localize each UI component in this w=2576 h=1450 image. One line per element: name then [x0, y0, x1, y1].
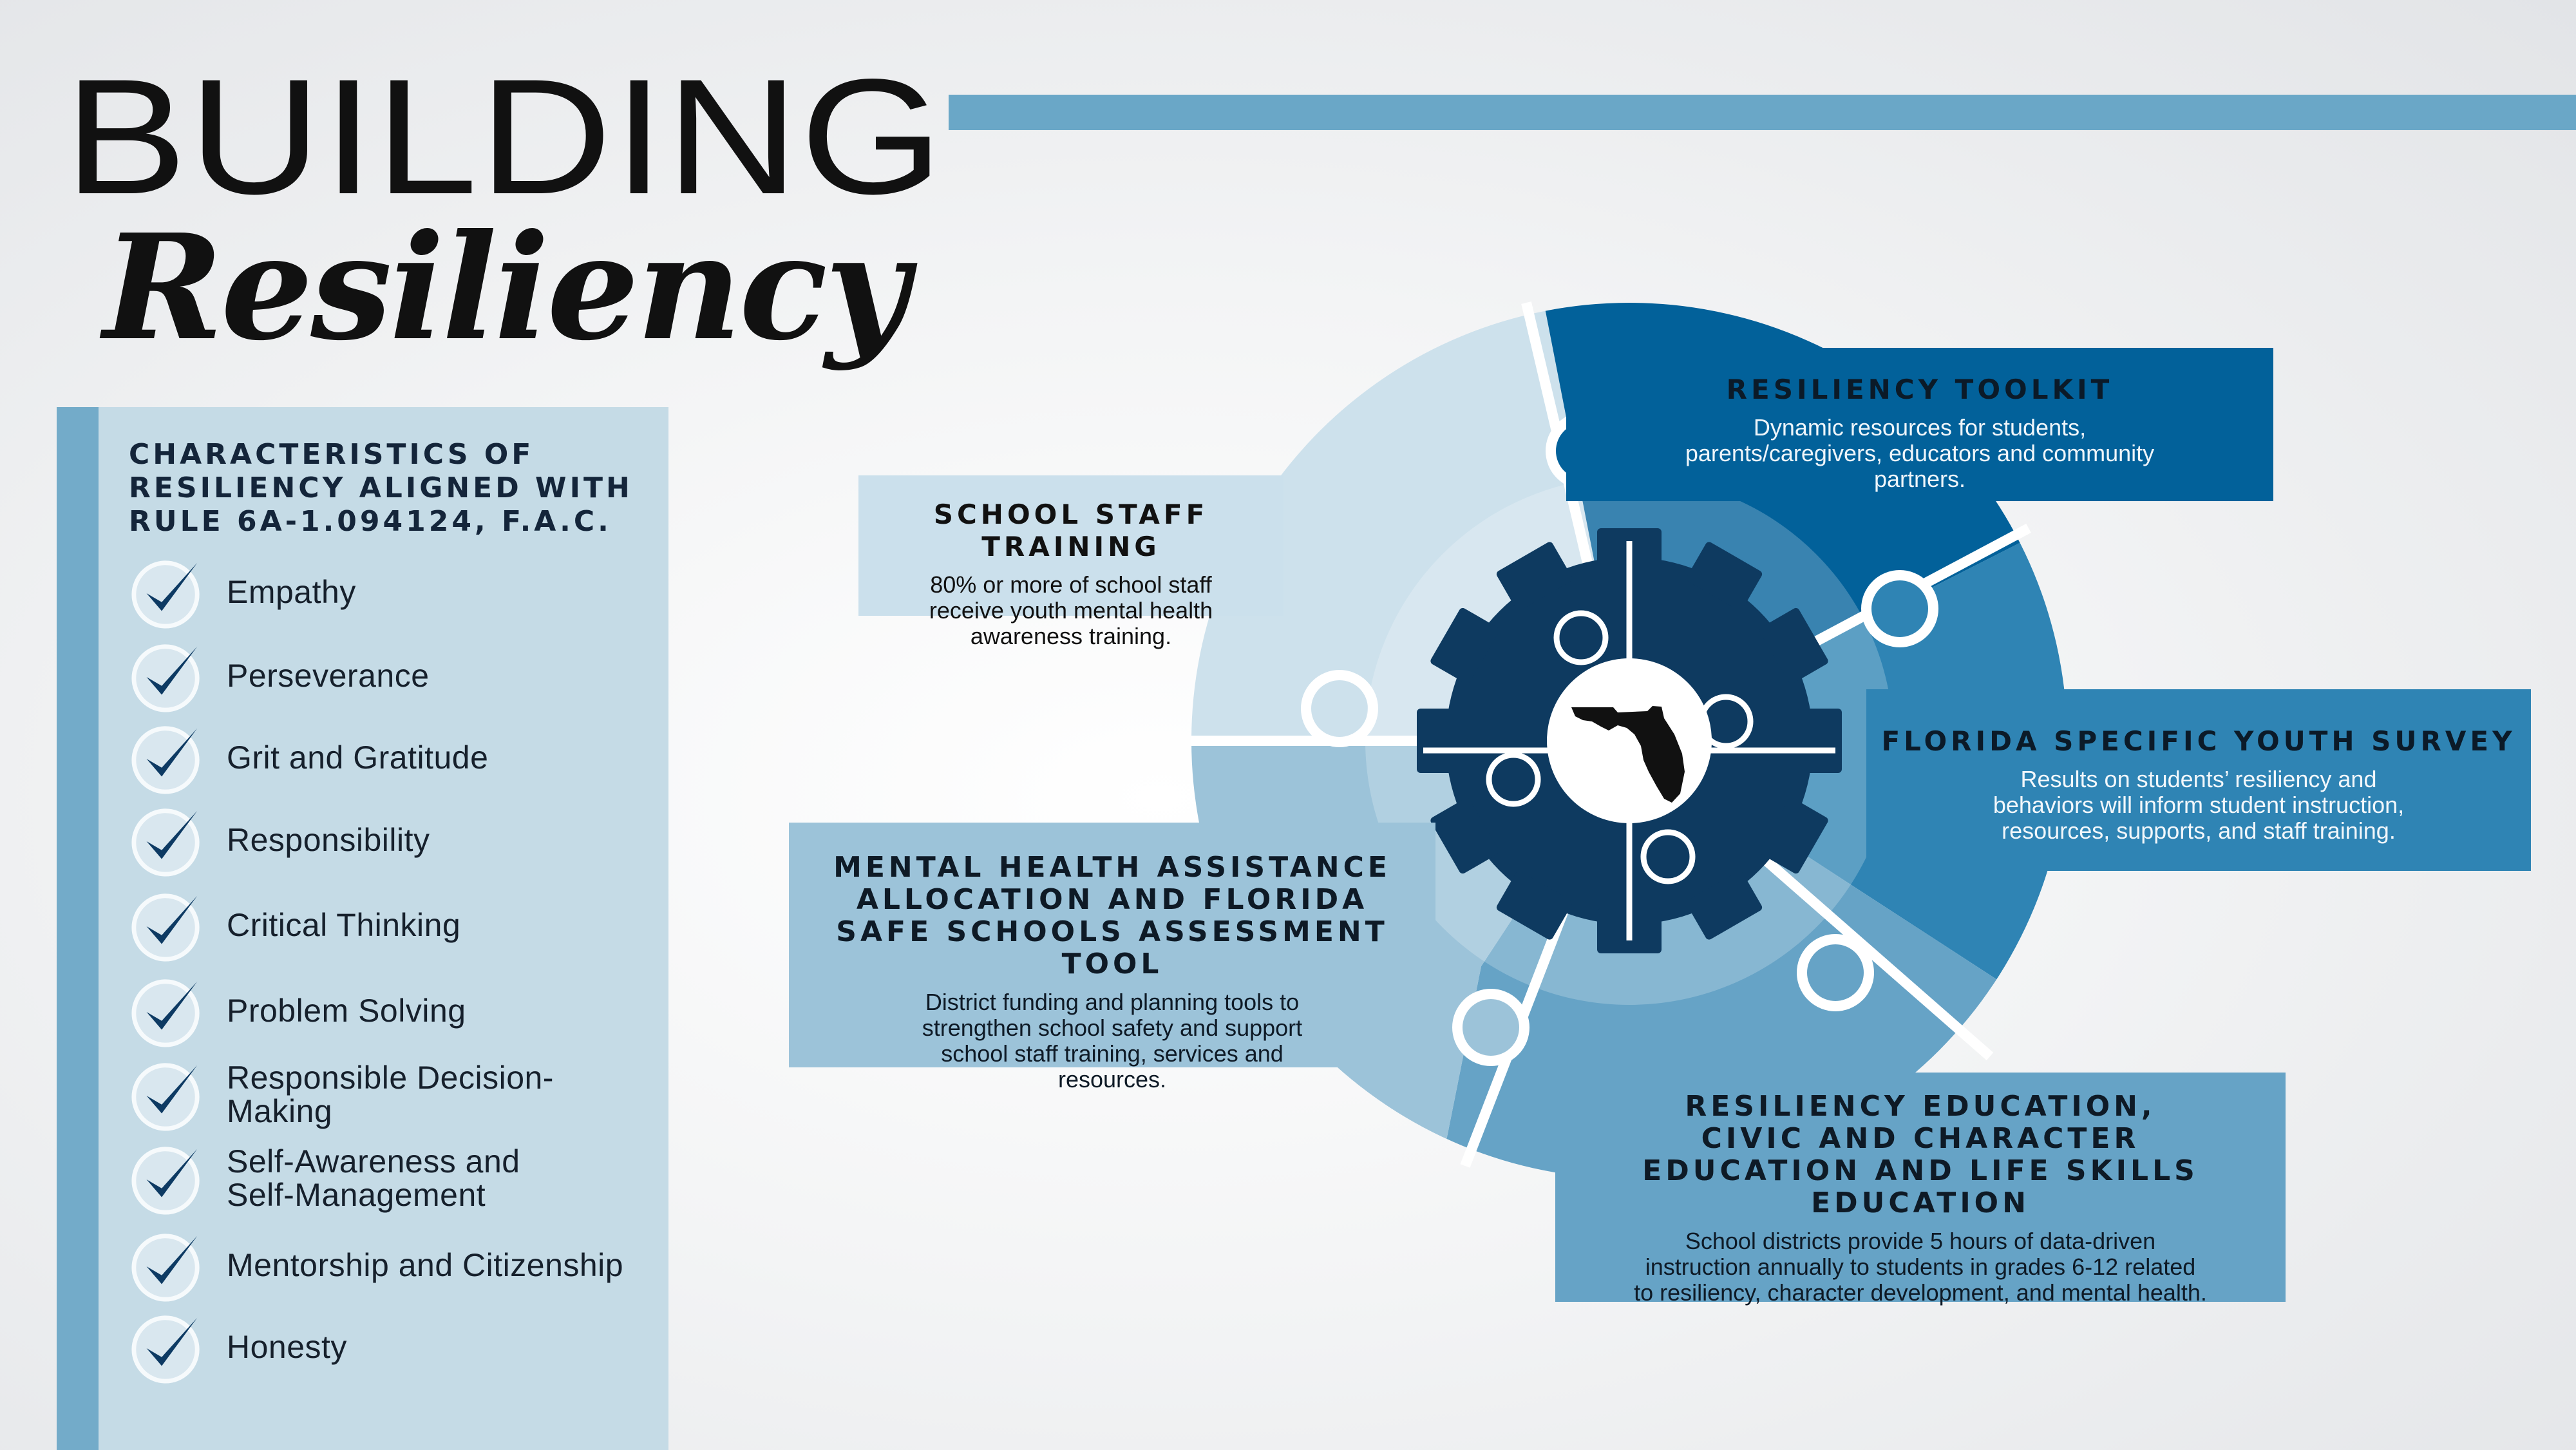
characteristic-label: Responsible Decision-Making — [227, 1060, 554, 1129]
segment-staff-training — [1191, 303, 1629, 741]
education-title: RESILIENCY EDUCATION, CIVIC AND CHARACTE… — [1642, 1090, 2199, 1219]
checkmark-icon — [131, 808, 200, 877]
checkmark-icon — [131, 1147, 200, 1215]
education-box: RESILIENCY EDUCATION, CIVIC AND CHARACTE… — [1555, 1073, 2286, 1306]
checkmark-icon — [131, 1234, 200, 1302]
youth-survey-text: Results on students’ resiliency and beha… — [1993, 766, 2405, 844]
list-item: Responsible Decision-Making — [129, 1056, 657, 1132]
checkmark-icon — [131, 644, 200, 712]
center-circle — [1547, 658, 1712, 823]
title-resiliency: Resiliency — [103, 203, 909, 373]
staff-training-text: 80% or more of school staff receive yout… — [929, 571, 1213, 649]
characteristics-panel: CHARACTERISTICS OF RESILIENCY ALIGNED WI… — [57, 407, 668, 1450]
list-item: Grit and Gratitude — [129, 720, 488, 796]
toolkit-title: RESILIENCY TOOLKIT — [1726, 374, 2114, 405]
panel-accent-strip — [57, 407, 99, 1450]
checkmark-icon — [131, 1063, 200, 1131]
list-item: Empathy — [129, 554, 356, 630]
characteristic-label: Grit and Gratitude — [227, 739, 489, 776]
checkmark-icon — [131, 1315, 200, 1384]
segment-toolkit — [1526, 303, 2067, 741]
characteristic-label: Perseverance — [227, 658, 430, 694]
list-item: Problem Solving — [129, 973, 466, 1049]
list-item: Perseverance — [129, 638, 430, 714]
characteristics-heading: CHARACTERISTICS OF RESILIENCY ALIGNED WI… — [129, 438, 633, 538]
characteristic-label: Mentorship and Citizenship — [227, 1247, 624, 1283]
checkmark-icon — [131, 726, 200, 794]
education-text: School districts provide 5 hours of data… — [1634, 1228, 2207, 1306]
characteristic-label: Empathy — [227, 574, 356, 610]
staff-training-title: SCHOOL STAFF TRAINING — [933, 499, 1209, 562]
mental-health-text: District funding and planning tools to s… — [922, 989, 1303, 1092]
toolkit-text: Dynamic resources for students, parents/… — [1685, 414, 2155, 492]
characteristic-label: Honesty — [227, 1329, 347, 1365]
characteristic-label: Self-Awareness and Self-Management — [227, 1143, 520, 1213]
toolkit-box: RESILIENCY TOOLKIT Dynamic resources for… — [1566, 348, 2273, 501]
characteristic-label: Responsibility — [227, 822, 430, 858]
checkmark-icon — [131, 893, 200, 962]
staff-training-box: SCHOOL STAFF TRAINING 80% or more of sch… — [858, 475, 1283, 649]
list-item: Responsibility — [129, 802, 430, 878]
list-item: Mentorship and Citizenship — [129, 1227, 623, 1303]
florida-map-icon — [1571, 706, 1685, 803]
youth-survey-box: FLORIDA SPECIFIC YOUTH SURVEY Results on… — [1866, 689, 2531, 871]
list-item: Honesty — [129, 1309, 347, 1385]
characteristic-label: Critical Thinking — [227, 907, 461, 943]
list-item: Self-Awareness and Self-Management — [129, 1140, 520, 1216]
mental-health-box: MENTAL HEALTH ASSISTANCE ALLOCATION AND … — [789, 823, 1435, 1092]
characteristic-label: Problem Solving — [227, 993, 466, 1029]
title-building: BUILDING — [64, 45, 945, 229]
title-accent-bar — [949, 95, 2576, 130]
mental-health-title: MENTAL HEALTH ASSISTANCE ALLOCATION AND … — [833, 851, 1391, 980]
checkmark-icon — [131, 979, 200, 1047]
checkmark-icon — [131, 560, 200, 629]
list-item: Critical Thinking — [129, 887, 460, 963]
youth-survey-title: FLORIDA SPECIFIC YOUTH SURVEY — [1881, 725, 2516, 757]
